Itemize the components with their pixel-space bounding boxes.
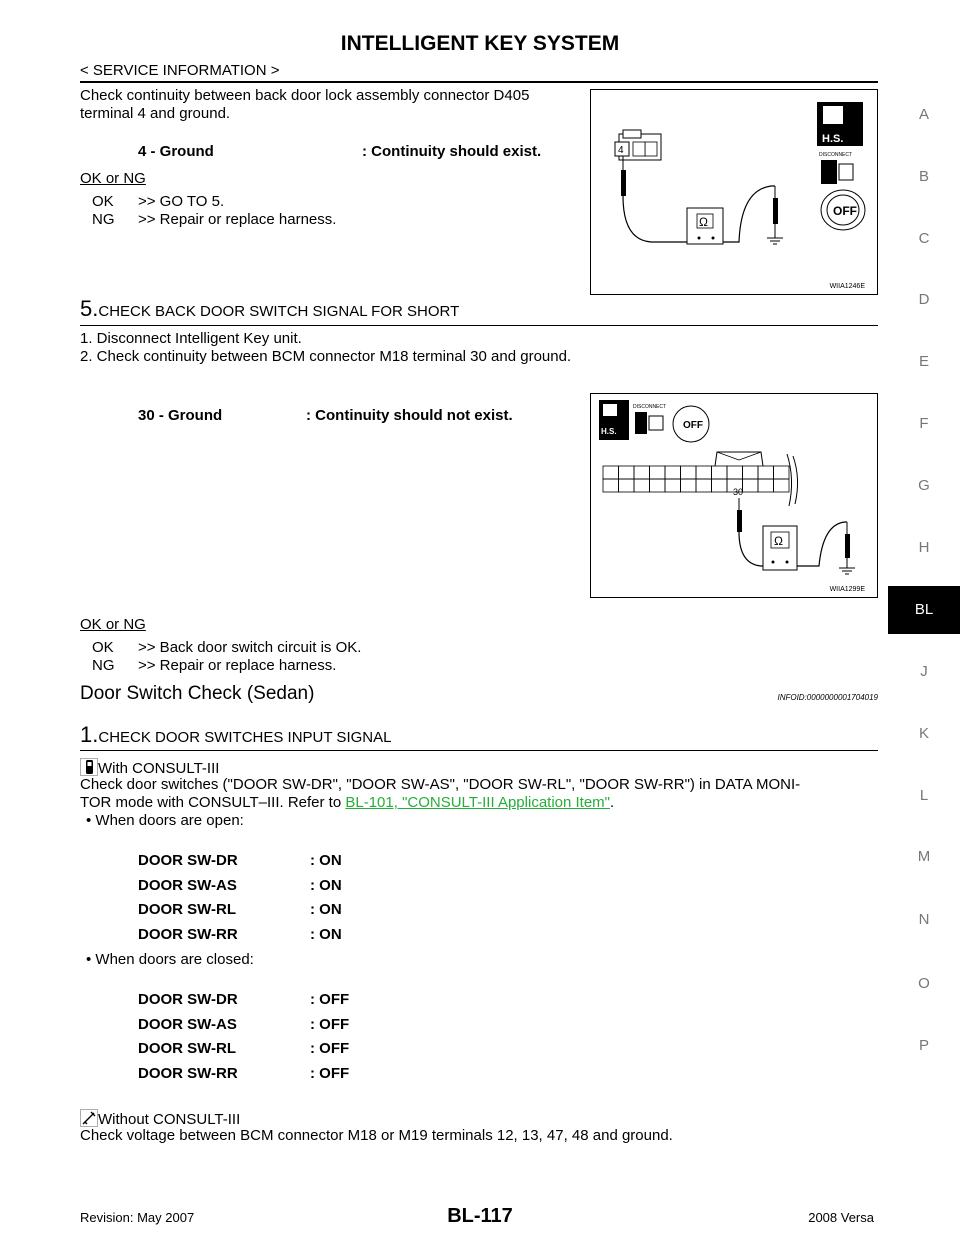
without-consult-line: Without CONSULT-III: [80, 1109, 240, 1129]
step5-rule: [80, 325, 878, 326]
spec-row-name: DOOR SW-RL: [138, 1040, 237, 1057]
footer-model: 2008 Versa: [808, 1210, 874, 1225]
connector-diagram-2: H.S. DISCONNECT OFF 30 Ω: [599, 400, 855, 575]
step4-spec-right: : Continuity should exist.: [362, 143, 542, 160]
step4-ok-text: >> GO TO 5.: [138, 193, 225, 210]
step5-heading: 5.CHECK BACK DOOR SWITCH SIGNAL FOR SHOR…: [80, 296, 459, 322]
consult-application-item-link[interactable]: BL-101, "CONSULT-III Application Item": [345, 794, 611, 811]
spec-row-value: : ON: [310, 925, 342, 943]
page-subtitle: < SERVICE INFORMATION >: [80, 62, 280, 79]
spec-row-name: DOOR SW-RR: [138, 1064, 238, 1082]
sidebar-section-e[interactable]: E: [918, 353, 929, 370]
sidebar-section-a[interactable]: A: [918, 106, 929, 123]
step4-text-line1: Check continuity between back door lock …: [80, 87, 530, 104]
sidebar-section-m[interactable]: M: [917, 848, 931, 865]
step4-ng-label: NG: [92, 211, 115, 228]
step5-ok-text: >> Back door switch circuit is OK.: [138, 639, 362, 656]
figure1-off-label: OFF: [833, 204, 857, 218]
step5-ng-label: NG: [92, 657, 115, 674]
figure2-disconnect-label: DISCONNECT: [633, 404, 666, 410]
figure2-hs-label: H.S.: [601, 427, 617, 436]
sidebar-section-p[interactable]: P: [918, 1037, 929, 1054]
figure1-disconnect-label: DISCONNECT: [819, 152, 852, 158]
sidebar-section-l[interactable]: L: [919, 787, 929, 804]
sidebar-section-f[interactable]: F: [919, 415, 929, 432]
figure2-code: WIIA1299E: [829, 586, 865, 593]
figure1-hs-label: H.S.: [822, 133, 843, 145]
step5-item2: 2. Check continuity between BCM connecto…: [80, 348, 572, 365]
probe-tool-icon: [80, 1109, 98, 1127]
sidebar-section-g[interactable]: G: [918, 477, 930, 494]
sidebar-section-c[interactable]: C: [918, 230, 930, 247]
connector-diagram-1: 4 Ω H.S. DISCONNECT OFF: [614, 102, 866, 245]
with-consult-text1: Check door switches ("DOOR SW-DR", "DOOR…: [80, 776, 801, 793]
step4-ng-text: >> Repair or replace harness.: [138, 211, 337, 228]
sidebar-section-h[interactable]: H: [918, 539, 930, 556]
step1-number: 1.: [80, 722, 99, 747]
spec-row-name: DOOR SW-AS: [138, 876, 237, 894]
spec-row-name: DOOR SW-AS: [138, 1015, 237, 1033]
step4-ok-label: OK: [92, 193, 114, 210]
sidebar-section-bl[interactable]: BL: [888, 586, 960, 634]
spec-row-value: : ON: [310, 876, 342, 894]
step1-rule: [80, 750, 878, 751]
continuity-test-figure-1: 4 Ω H.S. DISCONNECT OFF WIIA1246E: [590, 89, 878, 295]
closed-bullet: • When doors are closed:: [86, 951, 254, 968]
sidebar-section-j[interactable]: J: [920, 663, 928, 680]
figure2-ohm-symbol: Ω: [774, 534, 783, 548]
spec-row-name: DOOR SW-DR: [138, 991, 238, 1008]
with-consult-label: With CONSULT-III: [98, 760, 220, 777]
step5-number: 5.: [80, 296, 99, 321]
page-title: INTELLIGENT KEY SYSTEM: [340, 32, 620, 55]
step4-text-line2: terminal 4 and ground.: [80, 105, 231, 122]
step5-ok-or-ng: OK or NG: [80, 616, 146, 633]
with-consult-text2: TOR mode with CONSULT–III. Refer to BL-1…: [80, 794, 615, 811]
spec-row-value: : OFF: [310, 1015, 350, 1033]
spec-row-name: DOOR SW-DR: [138, 852, 238, 869]
spec-row-value: : ON: [310, 852, 342, 869]
step5-ng-text: >> Repair or replace harness.: [138, 657, 337, 674]
spec-row-value: : OFF: [310, 1040, 350, 1057]
open-bullet: • When doors are open:: [86, 812, 244, 829]
figure1-ohm-symbol: Ω: [699, 215, 708, 229]
step5-ok-label: OK: [92, 639, 114, 656]
without-consult-text: Check voltage between BCM connector M18 …: [80, 1127, 673, 1144]
section-title: Door Switch Check (Sedan): [80, 683, 315, 704]
step5-spec-right: : Continuity should not exist.: [306, 407, 513, 424]
footer-revision: Revision: May 2007: [80, 1210, 195, 1225]
with-consult-line: With CONSULT-III: [80, 758, 219, 778]
spec-row-value: : OFF: [310, 991, 350, 1008]
sidebar-section-k[interactable]: K: [918, 725, 929, 742]
figure2-terminal-label: 30: [733, 487, 743, 497]
step5-item1: 1. Disconnect Intelligent Key unit.: [80, 330, 302, 347]
spec-row-value: : ON: [310, 901, 342, 918]
page-number: BL-117: [447, 1205, 513, 1227]
sidebar-section-d[interactable]: D: [918, 291, 930, 308]
spec-row-name: DOOR SW-RR: [138, 925, 238, 943]
step1-title: CHECK DOOR SWITCHES INPUT SIGNAL: [98, 729, 392, 746]
step4-ok-or-ng: OK or NG: [80, 170, 146, 187]
figure1-terminal-label: 4: [618, 145, 624, 156]
figure2-off-label: OFF: [683, 420, 703, 431]
consult-tool-icon: [80, 758, 98, 776]
continuity-test-figure-2: H.S. DISCONNECT OFF 30 Ω WIIA1299E: [590, 393, 878, 598]
step1-heading: 1.CHECK DOOR SWITCHES INPUT SIGNAL: [80, 722, 391, 748]
without-consult-label: Without CONSULT-III: [98, 1111, 241, 1128]
section-infoid: INFOID:0000000001704019: [777, 693, 878, 702]
sidebar-section-o[interactable]: O: [918, 975, 930, 992]
sidebar-section-n[interactable]: N: [918, 911, 930, 928]
step5-title: CHECK BACK DOOR SWITCH SIGNAL FOR SHORT: [98, 303, 460, 320]
spec-row-name: DOOR SW-RL: [138, 901, 237, 918]
sidebar-section-b[interactable]: B: [918, 168, 929, 185]
step5-spec-left: 30 - Ground: [138, 407, 223, 424]
step4-spec-left: 4 - Ground: [138, 143, 214, 160]
figure1-code: WIIA1246E: [829, 283, 865, 290]
header-rule: [80, 81, 878, 83]
spec-row-value: : OFF: [310, 1064, 350, 1082]
